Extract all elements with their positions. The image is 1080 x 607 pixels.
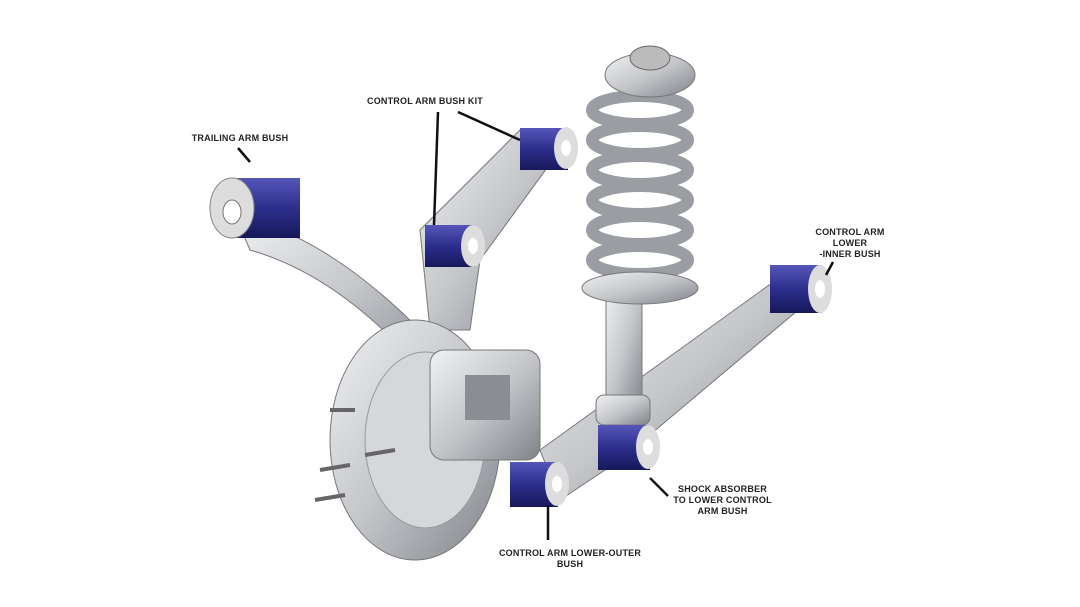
bush-lower-inner [770,265,832,313]
coil-spring [586,90,694,280]
leader-lines [237,110,835,540]
label-trailing-arm-bush: TRAILING ARM BUSH [191,133,289,143]
shock-absorber-body [605,289,643,411]
lower-control-arm [539,269,811,501]
label-control-arm-bush-kit: CONTROL ARM BUSH KIT [367,96,483,106]
label-control-arm-lower-inner-bush: CONTROL ARM LOWER -INNER BUSH [815,227,885,259]
bush-upper-arm-rear [520,127,578,170]
bush-lower-outer [510,462,569,507]
label-shock-absorber-bush: SHOCK ABSORBER TO LOWER CONTROL ARM BUSH [673,484,772,516]
bush-trailing-arm [209,177,300,239]
bush-upper-arm-front [425,225,485,267]
bush-shock-lower [598,425,660,470]
label-control-arm-lower-outer-bush: CONTROL ARM LOWER-OUTER BUSH [498,548,642,569]
